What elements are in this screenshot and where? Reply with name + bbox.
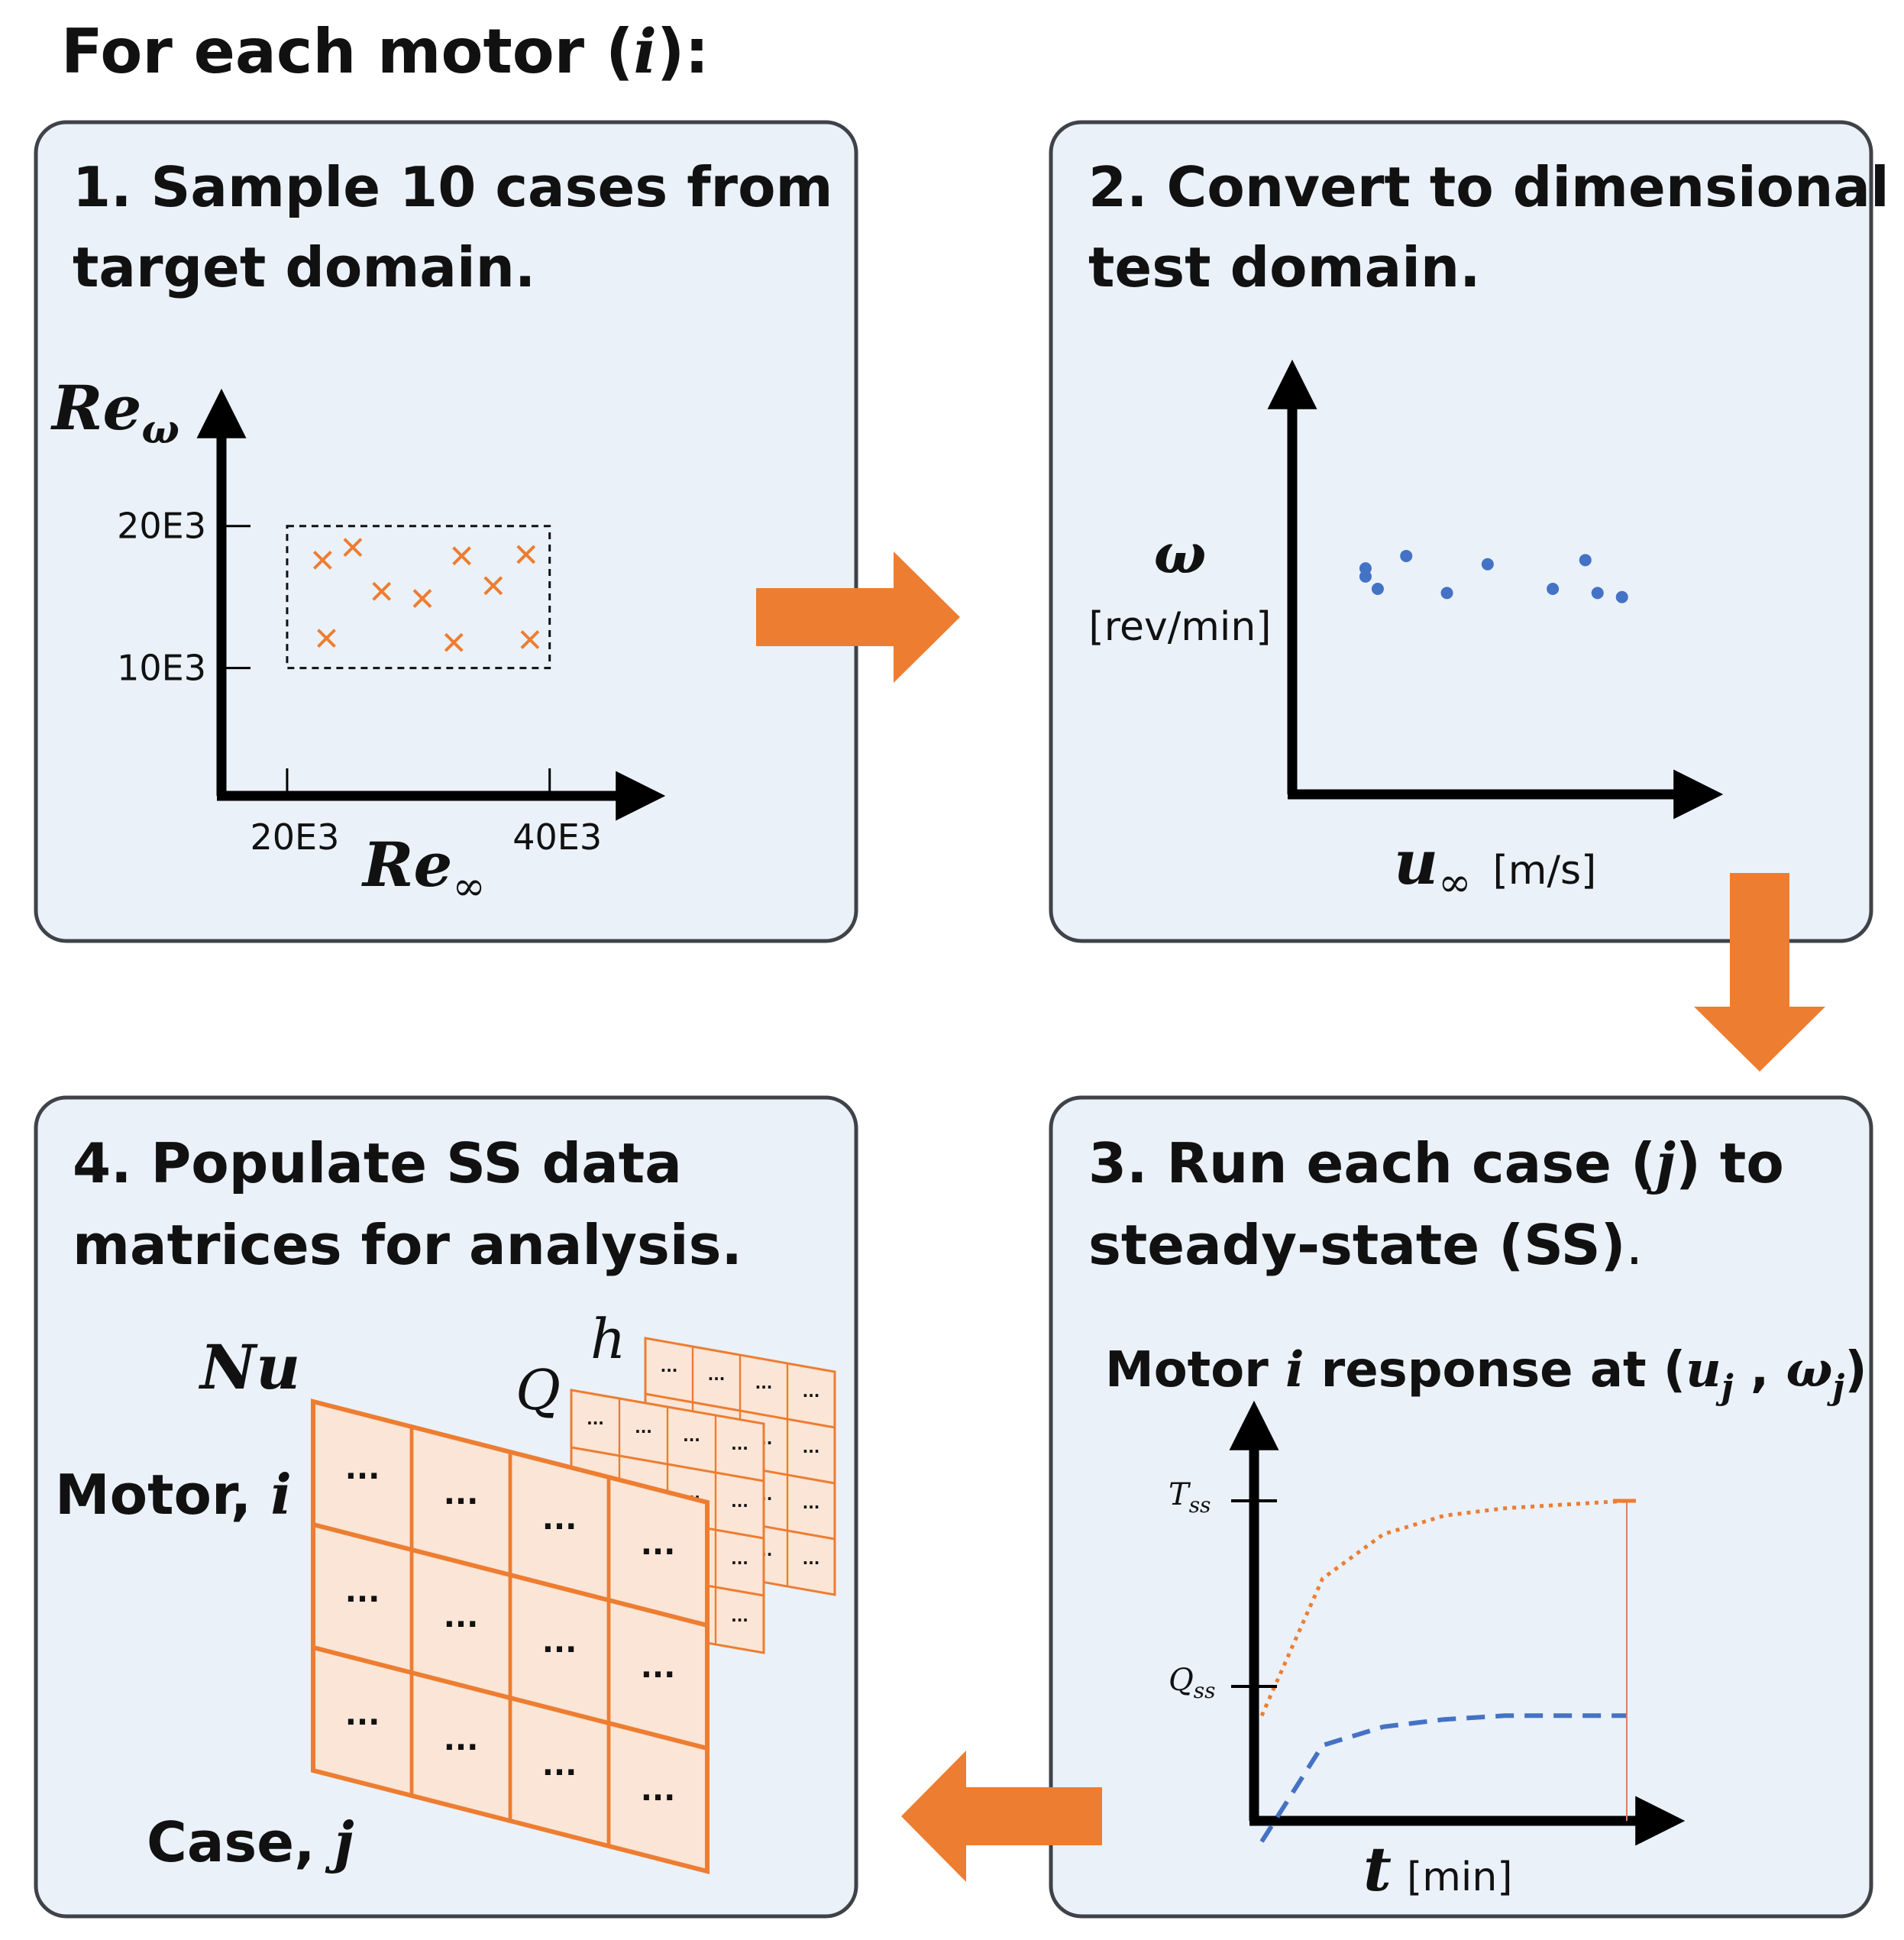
test-point-dot-icon xyxy=(1400,549,1413,562)
panel-1-box xyxy=(34,120,858,943)
tss-label: Tss xyxy=(1169,1477,1211,1518)
matrix-cell: ... xyxy=(345,1697,380,1732)
matrix-cell: ... xyxy=(803,1438,820,1457)
panel-step-1: 1. Sample 10 cases from target domain. 1… xyxy=(34,120,858,943)
matrix-cell: ... xyxy=(708,1366,726,1384)
x-tick-label: 20E3 xyxy=(251,816,340,858)
matrix-cell: ... xyxy=(803,1382,820,1401)
panel-step-2: 2. Convert to dimensional test domain. ω… xyxy=(1049,120,1889,943)
sample-point-cross-icon xyxy=(516,545,536,564)
step-3-title-line-2: steady-state (SS). xyxy=(1088,1213,1643,1277)
matrix-cell: ... xyxy=(803,1550,820,1568)
sample-point-cross-icon xyxy=(372,581,392,601)
matrix-cell: ... xyxy=(444,1599,479,1634)
step-4-title-line-2: matrices for analysis. xyxy=(73,1213,742,1277)
matrix-label-q: Q xyxy=(516,1358,561,1422)
y-tick-label: 10E3 xyxy=(117,648,206,689)
sample-point-cross-icon xyxy=(317,629,336,648)
step-3-title-line-1: 3. Run each case (j) to xyxy=(1088,1130,1784,1195)
matrix-label-nu: Nu xyxy=(198,1331,300,1403)
x-tick-label: 40E3 xyxy=(512,816,602,858)
matrix-label-h: h xyxy=(590,1307,626,1371)
matrix-cell: ... xyxy=(803,1494,820,1512)
diagram-heading: For each motor (i): xyxy=(61,15,709,87)
test-point-dot-icon xyxy=(1440,587,1453,600)
matrix-cell: ... xyxy=(731,1550,748,1568)
matrix-cell: ... xyxy=(731,1435,748,1453)
plot-3-x-label: t[min] xyxy=(1363,1833,1513,1905)
step-2-title-line-2: test domain. xyxy=(1088,235,1481,299)
step-2-title-line-1: 2. Convert to dimensional xyxy=(1088,155,1889,219)
matrix-cell: ... xyxy=(542,1748,577,1783)
plot-1-y-label: Reω xyxy=(50,372,179,453)
test-domain-plot: ω [rev/min] u∞[m/s] xyxy=(1088,359,1724,906)
sample-point-cross-icon xyxy=(412,589,432,608)
matrix-label-case: Case, j xyxy=(147,1809,354,1874)
matrix-cell: ... xyxy=(641,1773,676,1808)
step-4-title-line-1: 4. Populate SS data xyxy=(73,1131,682,1195)
matrix-cell: ... xyxy=(542,1625,577,1660)
matrix-cell: ... xyxy=(641,1527,676,1562)
sample-point-cross-icon xyxy=(452,546,471,566)
matrix-cell: ... xyxy=(345,1574,380,1609)
plot-2-y-unit: [rev/min] xyxy=(1088,604,1271,650)
sample-point-cross-icon xyxy=(520,630,540,649)
sampling-domain-box xyxy=(286,525,551,670)
matrix-cell: ... xyxy=(542,1502,577,1537)
panel-step-4: 4. Populate SS data matrices for analysi… xyxy=(34,1095,858,1919)
test-point-dot-icon xyxy=(1481,558,1494,571)
matrix-cell: ... xyxy=(635,1418,652,1437)
temperature-curve xyxy=(1259,1499,1628,1717)
test-point-dot-icon xyxy=(1359,570,1372,583)
heading-var: i xyxy=(634,15,657,87)
test-point-dot-icon xyxy=(1615,590,1628,603)
qss-label: Qss xyxy=(1169,1663,1216,1703)
step-1-title-line-2: target domain. xyxy=(73,235,535,299)
y-tick-label: 20E3 xyxy=(117,506,206,547)
sample-point-cross-icon xyxy=(343,538,363,558)
matrix-cell: ... xyxy=(444,1722,479,1757)
matrix-nu: .................................... xyxy=(311,1398,710,1874)
heading-prefix: For each motor ( xyxy=(61,16,634,87)
plot-1-x-label: Re∞ xyxy=(361,829,486,910)
sample-point-cross-icon xyxy=(444,632,464,652)
data-matrices: ........................................… xyxy=(311,1337,836,1874)
matrix-cell: ... xyxy=(661,1357,678,1376)
matrix-cell: ... xyxy=(683,1427,700,1445)
sample-point-cross-icon xyxy=(483,576,503,596)
step-1-title-line-1: 1. Sample 10 cases from xyxy=(73,155,833,219)
heading-suffix: ): xyxy=(657,16,710,87)
matrix-cell: ... xyxy=(345,1451,380,1486)
sampling-plot: 10E3 20E3 20E3 40E3 Reω Re∞ xyxy=(50,372,666,910)
plot-2-x-label: u∞[m/s] xyxy=(1394,826,1596,906)
panel-step-3: 3. Run each case (j) to steady-state (SS… xyxy=(1049,1095,1873,1919)
test-point-dot-icon xyxy=(1579,554,1592,567)
matrix-label-motor: Motor, i xyxy=(55,1462,292,1527)
matrix-cell: ... xyxy=(587,1410,604,1428)
flow-arrow-left-icon xyxy=(901,1751,1102,1882)
test-point-dot-icon xyxy=(1591,587,1604,600)
matrix-cell: ... xyxy=(731,1607,748,1625)
plot-2-y-var: ω xyxy=(1154,521,1207,586)
flow-arrow-down-icon xyxy=(1694,873,1825,1072)
matrix-cell: ... xyxy=(641,1650,676,1685)
matrix-cell: ... xyxy=(755,1374,773,1392)
panel-2-box xyxy=(1049,120,1873,943)
test-point-dot-icon xyxy=(1547,583,1560,595)
matrix-cell: ... xyxy=(444,1476,479,1512)
matrix-cell: ... xyxy=(731,1492,748,1511)
test-point-dot-icon xyxy=(1371,583,1384,595)
response-plot-title: Motor i response at (uj , ωj) xyxy=(1105,1341,1867,1407)
heat-flow-curve xyxy=(1259,1713,1627,1843)
flow-arrow-right-icon xyxy=(756,551,960,683)
response-plot: Motor i response at (uj , ωj) Tss Qss t[… xyxy=(1105,1341,1867,1905)
sample-point-cross-icon xyxy=(312,550,332,570)
